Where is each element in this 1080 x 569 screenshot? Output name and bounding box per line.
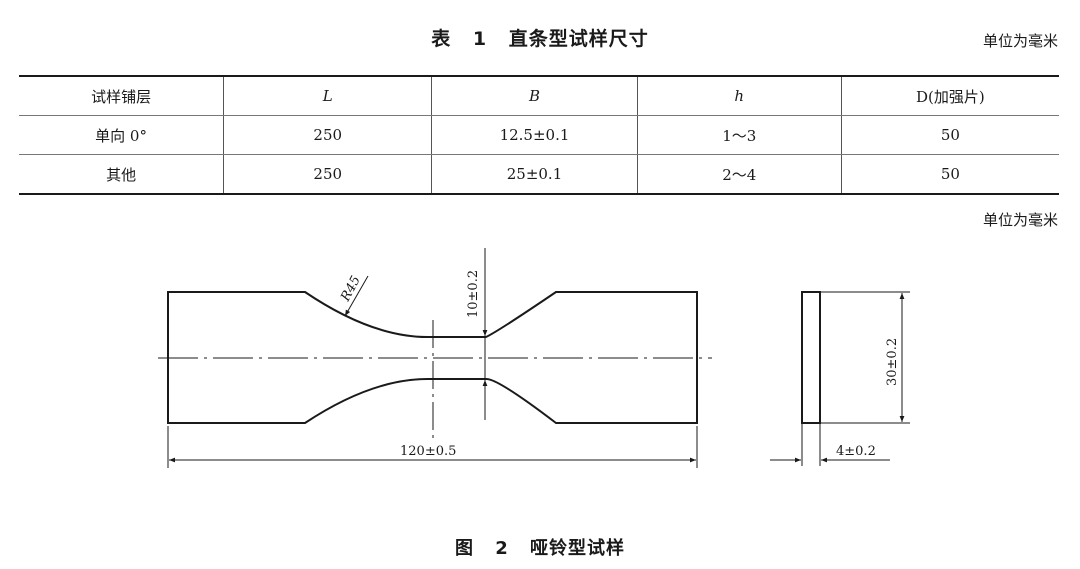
table-cell: 25±0.1: [431, 154, 638, 194]
header-layup: 试样铺层: [19, 76, 224, 116]
dumbbell-specimen-drawing: 10±0.2 R45 120±0.5 30±0.2 4±0.2: [158, 248, 910, 468]
header-tab-length: D(加强片): [840, 76, 1059, 116]
specimen-dimension-table: 试样铺层 L B h D(加强片) 单向 0° 250 12.5±0.1 1～3…: [19, 75, 1059, 195]
table-header-row: 试样铺层 L B h D(加强片): [19, 76, 1059, 116]
length-label: 120±0.5: [400, 444, 456, 459]
table-cell: 250: [223, 115, 432, 155]
neck-width-label: 10±0.2: [466, 270, 481, 318]
table-cell: 其他: [106, 165, 137, 184]
radius-leader: [344, 275, 369, 317]
specimen-outline: [167, 291, 698, 424]
header-thickness: h: [636, 76, 842, 116]
table-title: 表 1 直条型试样尺寸: [431, 28, 649, 50]
thickness-label: 4±0.2: [836, 444, 876, 459]
table-cell: 250: [223, 154, 432, 194]
table-cell: 50: [840, 115, 1059, 155]
table-cell: 单向 0°: [19, 115, 224, 155]
header-length: L: [223, 76, 432, 116]
table-row: 其他 250 25±0.1 2～4 50: [19, 154, 1059, 194]
header-width: B: [431, 76, 638, 116]
side-view: [801, 291, 821, 424]
table-cell: 2～4: [636, 154, 842, 194]
table-unit: 单位为毫米: [982, 32, 1058, 50]
figure-title: 图 2 哑铃型试样: [454, 538, 626, 559]
table-cell: 12.5±0.1: [431, 115, 638, 155]
figure-unit: 单位为毫米: [982, 211, 1058, 229]
table-row: 单向 0° 250 12.5±0.1 1～3 50: [19, 115, 1059, 155]
table-cell: 1～3: [636, 115, 842, 155]
width-label: 30±0.2: [885, 338, 900, 386]
table-cell: 50: [840, 154, 1059, 194]
